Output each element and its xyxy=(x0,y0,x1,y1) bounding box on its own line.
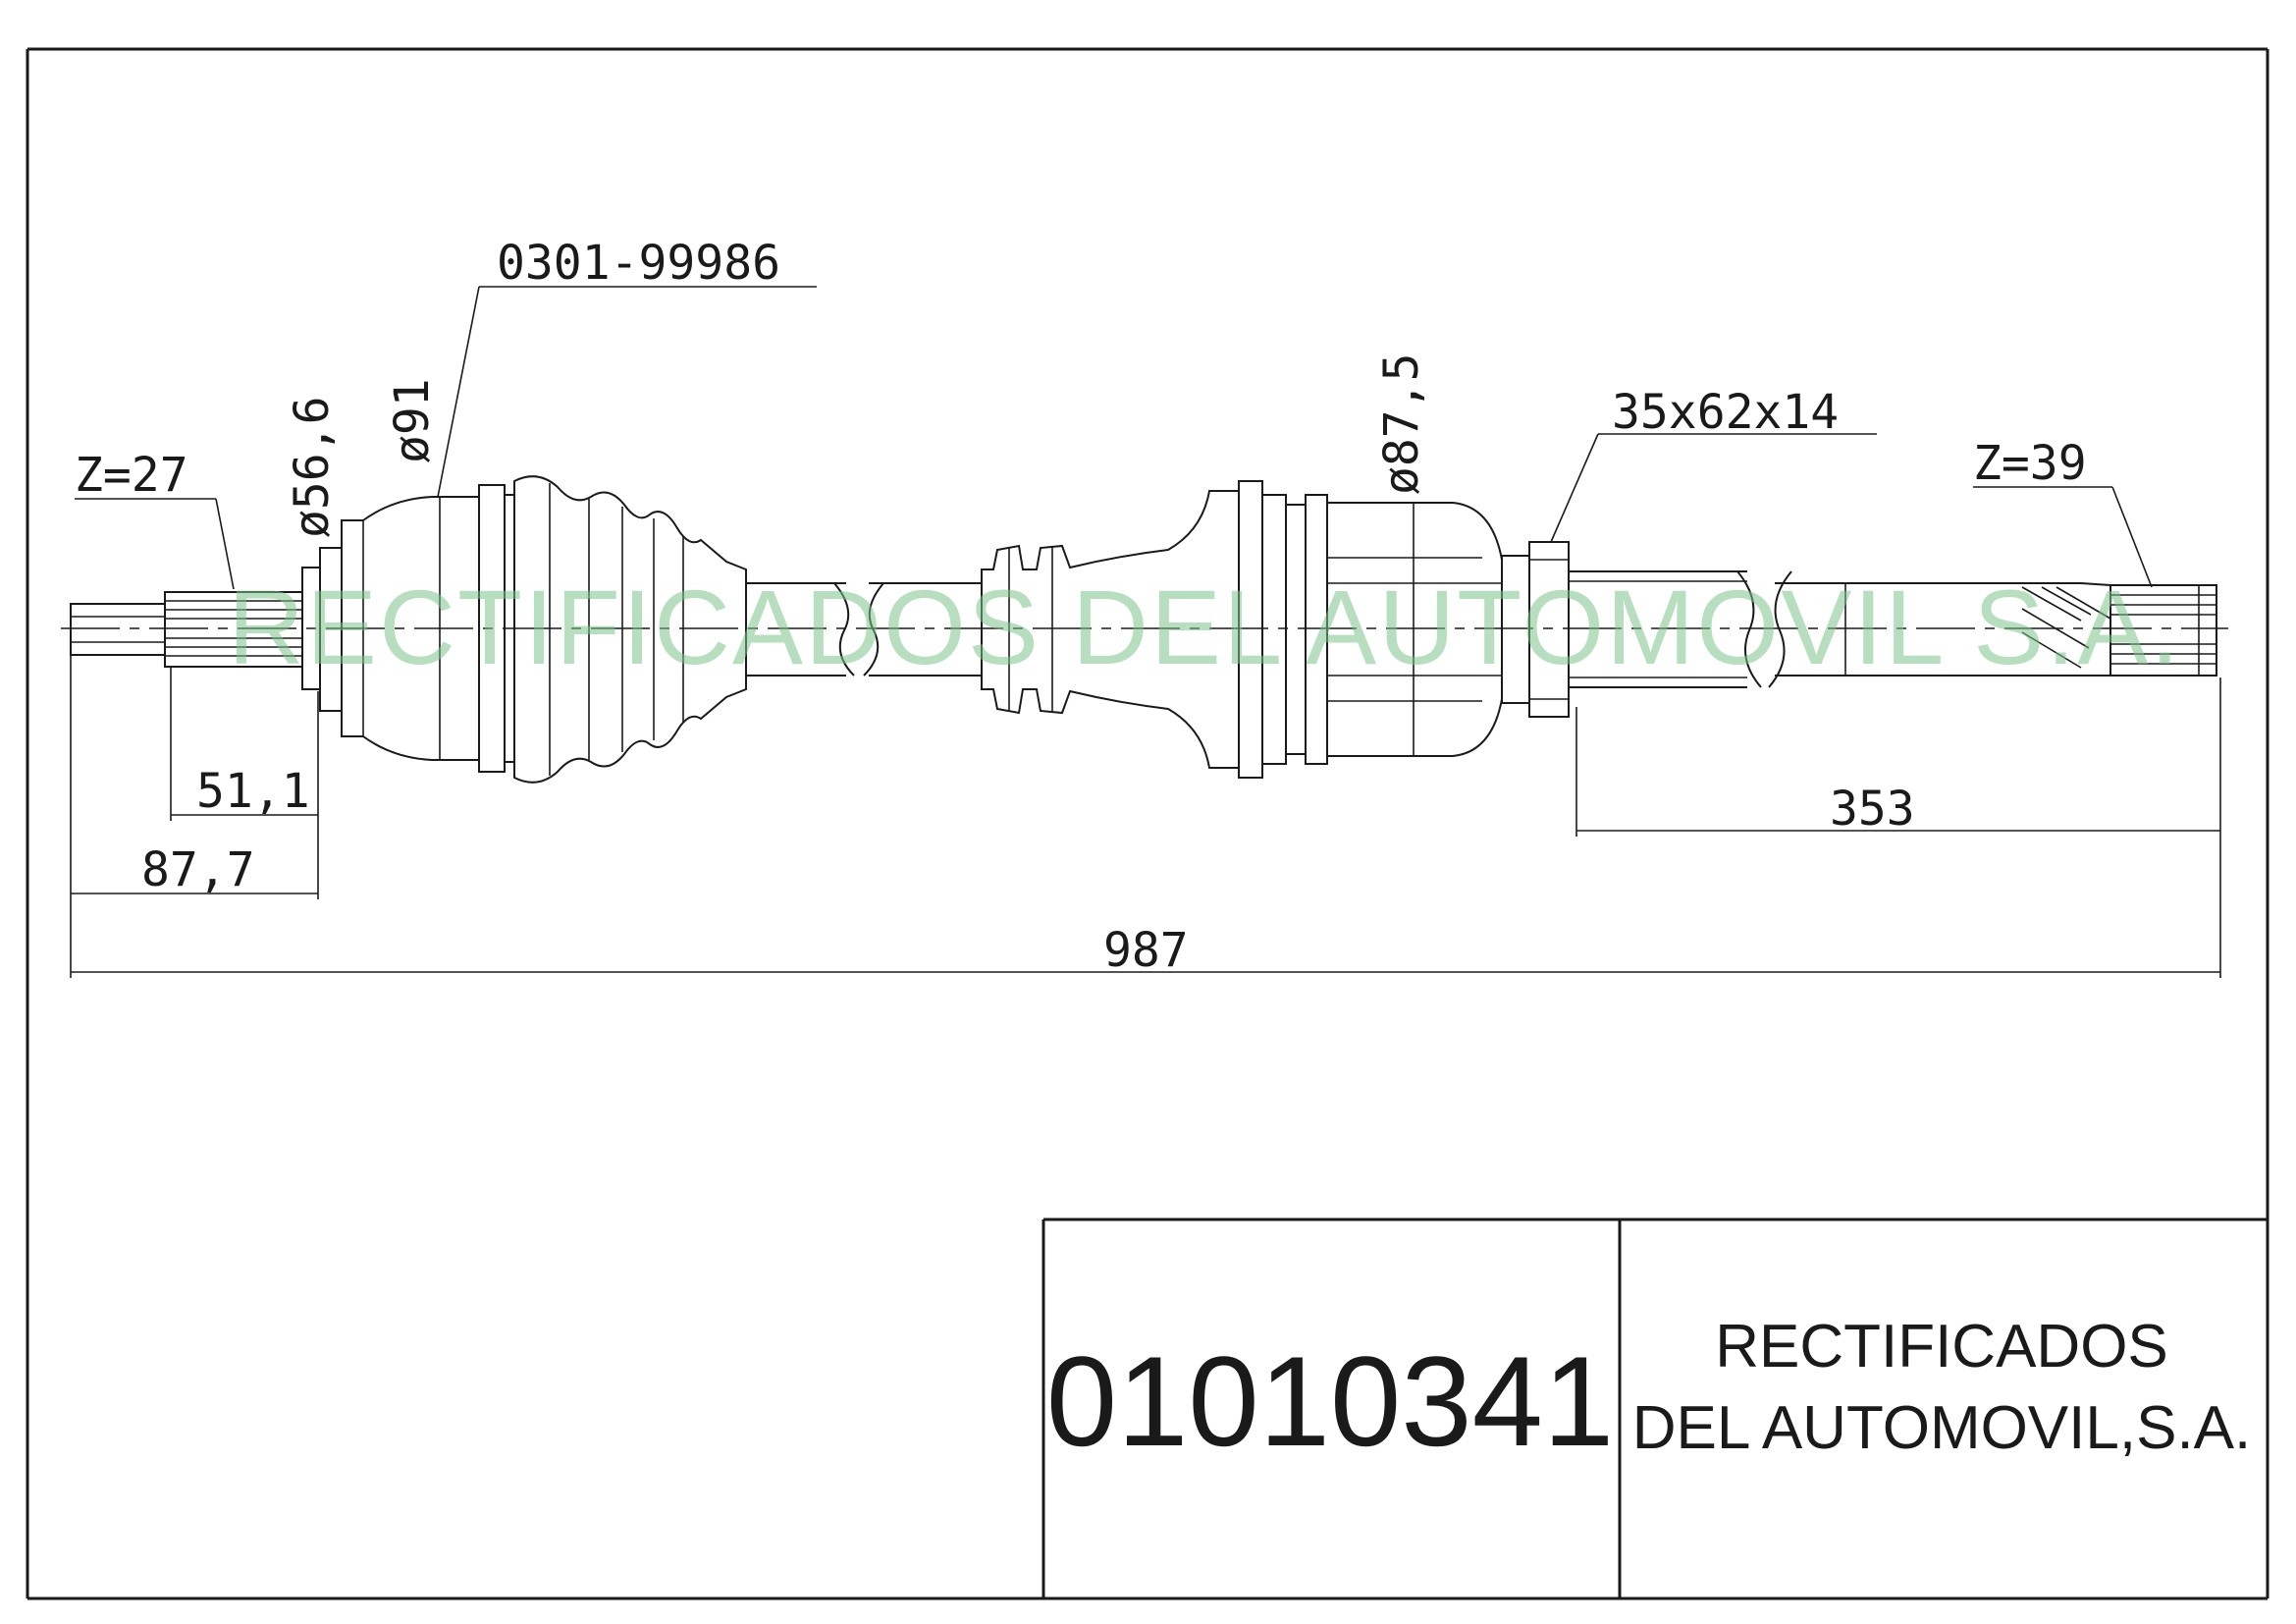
spline-taper-hatch xyxy=(2021,586,2111,669)
spline-left xyxy=(164,591,303,668)
label-bearing: 35x62x14 xyxy=(1612,385,1839,440)
dim-87-7: 87,7 xyxy=(141,842,255,897)
label-dia-56-6: ø56,6 xyxy=(285,397,340,539)
dim-987: 987 xyxy=(1103,923,1189,978)
label-dia-91: ø91 xyxy=(385,378,440,463)
label-z-left: Z=27 xyxy=(75,448,188,503)
drive-shaft xyxy=(70,475,2217,784)
company-name-line1: RECTIFICADOS xyxy=(1715,1313,2168,1380)
dimensions: 51,1 87,7 353 987 xyxy=(70,656,2221,978)
title-block: 01010341 RECTIFICADOS DEL AUTOMOVIL,S.A. xyxy=(1041,1218,2268,1598)
drawing-frame xyxy=(26,47,2269,1600)
watermark: RECTIFICADOS DEL AUTOMOVIL S.A. xyxy=(228,568,2181,686)
company-name-line2: DEL AUTOMOVIL,S.A. xyxy=(1632,1394,2252,1462)
spline-right xyxy=(2109,584,2217,677)
label-z-right: Z=39 xyxy=(1973,436,2087,491)
bearing xyxy=(1501,541,1570,718)
dim-51-1: 51,1 xyxy=(196,764,310,819)
label-dia-87-5: ø87,5 xyxy=(1374,353,1429,496)
outer-boot xyxy=(478,475,747,784)
leaders: Z=27 ø56,6 ø91 0301-99986 ø87,5 35x62x14… xyxy=(75,236,2153,590)
part-number: 01010341 xyxy=(1046,1329,1614,1473)
label-part-ref: 0301-99986 xyxy=(497,236,780,291)
dim-353: 353 xyxy=(1830,782,1915,837)
